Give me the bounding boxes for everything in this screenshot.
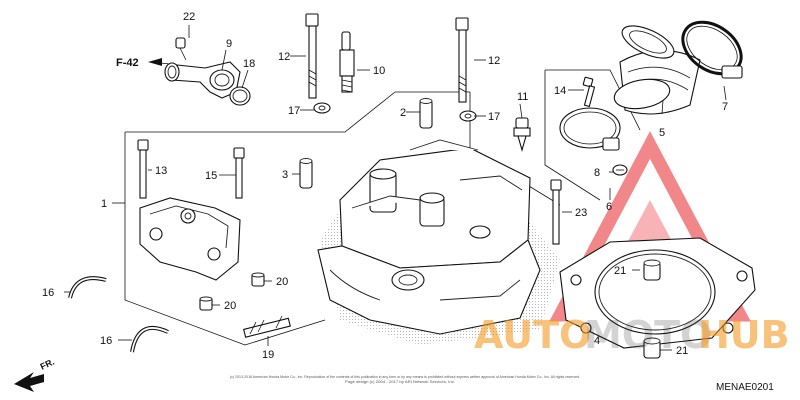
part-spark-plug [339,31,355,93]
callouts: 22 9 18 12 10 17 2 12 17 11 14 5 7 8 6 1… [42,11,728,361]
callout-8: 8 [594,167,600,179]
copyright-line-2: Page design (c) 2004 - 2017 by ARI Netwo… [345,379,455,384]
part-temperature-sensor [513,117,531,153]
callout-1: 1 [101,198,107,210]
callout-17-right: 17 [488,111,500,123]
part-bolt-12-right [455,17,469,103]
part-stud-bolt-19 [243,315,291,338]
part-semi-plug-16-upper [68,276,107,299]
callout-20-upper: 20 [276,276,288,288]
callout-5: 5 [659,127,665,139]
callout-19: 19 [262,349,274,361]
front-direction-label: FR. [39,357,56,372]
reference-label: F-42 [116,57,139,69]
callout-14: 14 [554,85,566,97]
callout-6: 6 [606,201,612,213]
callout-21-lower: 21 [676,345,688,357]
callout-7: 7 [722,101,728,113]
part-dowel-20-lower [199,296,213,311]
callout-21-upper: 21 [614,265,626,277]
part-bolt-12-left [305,13,319,99]
part-camshaft-holder [137,139,245,281]
callout-3: 3 [282,169,288,181]
part-washer-17-left [313,102,331,114]
callout-20-lower: 20 [224,300,236,312]
watermark-auto: AUTO [474,313,591,357]
part-band-7 [681,20,743,79]
callout-22: 22 [183,11,195,23]
callout-10: 10 [373,65,385,77]
part-cylinder-head [317,139,560,345]
part-thermostat-housing [164,37,251,106]
part-screw-8 [612,164,628,176]
part-dowel-21-lower [643,337,661,359]
callout-17-left: 17 [288,105,300,117]
callout-9: 9 [226,38,232,50]
callout-12-left: 12 [278,51,290,63]
part-dowel-20-upper [251,272,265,287]
callout-16-upper: 16 [42,287,54,299]
callout-16-lower: 16 [100,335,112,347]
watermark-hub: HUB [698,313,790,357]
copyright-line-1: (c) 2013-2018 American Honda Motor Co., … [230,374,580,379]
watermark-moto: MOTO [584,313,712,357]
callout-23: 23 [575,207,587,219]
callout-2: 2 [400,107,406,119]
callout-4: 4 [594,335,600,347]
part-dowel-pin-2 [419,98,433,129]
diagram-code: MENAE0201 [716,382,774,393]
front-direction-arrow-icon [14,372,44,392]
callout-12-right: 12 [488,55,500,67]
part-semi-plug-16-lower [130,326,169,353]
watermark-brand: AUTO MOTO HUB [474,313,790,357]
part-stud-23 [550,179,562,245]
callout-11: 11 [517,91,528,103]
part-insulator-boot [613,25,701,115]
part-dowel-21-upper [643,259,661,281]
part-bolt-14 [582,76,596,108]
part-hose-clamp-6 [559,107,621,151]
leader-lines [64,25,727,351]
part-dowel-pin-3 [299,158,313,189]
callout-18: 18 [243,58,255,70]
callout-15: 15 [205,170,217,182]
part-washer-17-right [459,110,477,122]
ref-arrow-icon [148,58,171,66]
callout-13: 13 [155,165,167,177]
part-head-gasket [559,237,756,349]
